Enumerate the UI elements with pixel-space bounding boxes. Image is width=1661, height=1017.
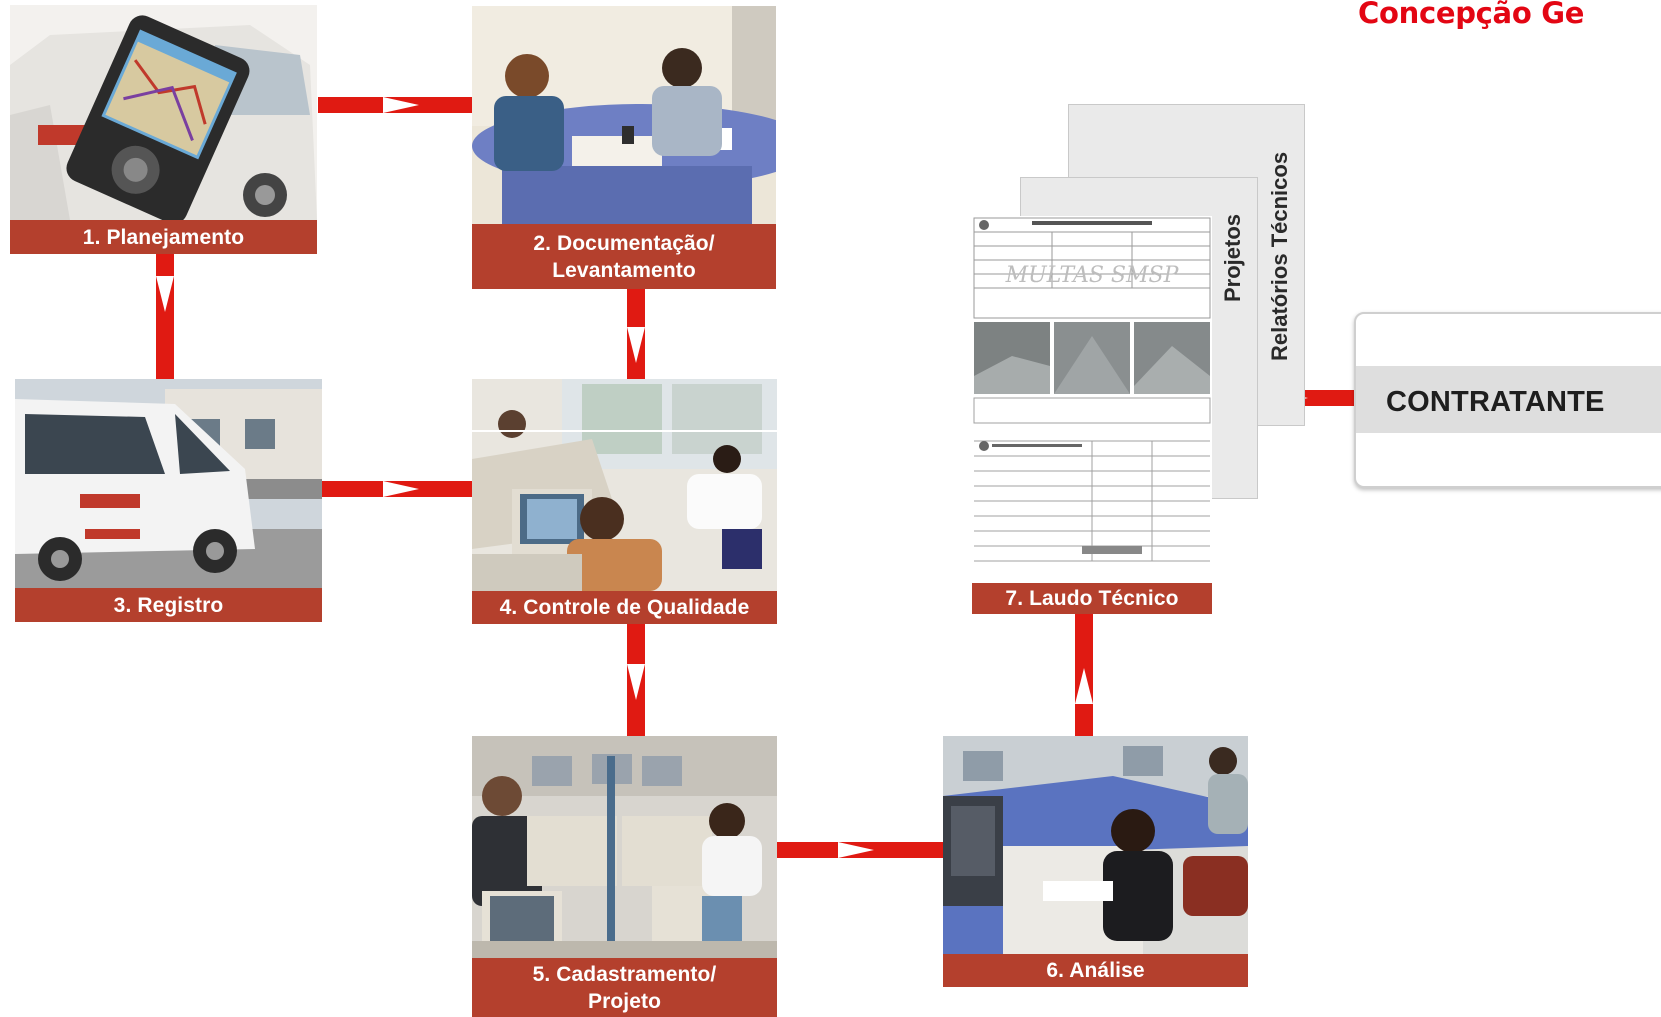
photo-cadastramento xyxy=(472,736,777,958)
arrowhead-6-to-7 xyxy=(1075,668,1093,704)
arrowhead-2-to-4 xyxy=(627,327,645,363)
client-band xyxy=(1356,366,1661,433)
arrowhead-1-to-2 xyxy=(383,97,419,113)
photo-controle xyxy=(472,379,777,591)
photo-planejamento xyxy=(10,5,317,220)
document-laudo-tecnico: MULTAS SMSP xyxy=(972,216,1212,586)
caption-laudo: 7. Laudo Técnico xyxy=(972,583,1212,614)
label-relatorios-tecnicos: Relatórios Técnicos xyxy=(1267,151,1292,361)
arrow-1-to-3 xyxy=(156,254,174,379)
arrowhead-4-to-5 xyxy=(627,664,645,700)
page-title: Concepção Ge xyxy=(1358,0,1585,30)
arrowhead-5-to-6 xyxy=(838,842,874,858)
photo-registro xyxy=(15,379,322,588)
label-projetos: Projetos xyxy=(1220,213,1245,302)
caption-planejamento: 1. Planejamento xyxy=(10,220,317,254)
caption-documentacao: 2. Documentação/ Levantamento xyxy=(472,224,776,289)
caption-cadastramento: 5. Cadastramento/ Projeto xyxy=(472,958,777,1017)
arrowhead-1-to-3 xyxy=(156,276,174,312)
photo-analise xyxy=(943,736,1248,954)
arrowhead-3-to-4 xyxy=(383,481,419,497)
client-label: CONTRATANTE xyxy=(1386,386,1605,418)
caption-analise: 6. Análise xyxy=(943,954,1248,987)
photo-documentacao xyxy=(472,6,776,224)
client-box xyxy=(1354,312,1661,488)
form-heading: MULTAS SMSP xyxy=(1005,263,1180,288)
caption-controle: 4. Controle de Qualidade xyxy=(472,591,777,624)
caption-registro: 3. Registro xyxy=(15,588,322,622)
